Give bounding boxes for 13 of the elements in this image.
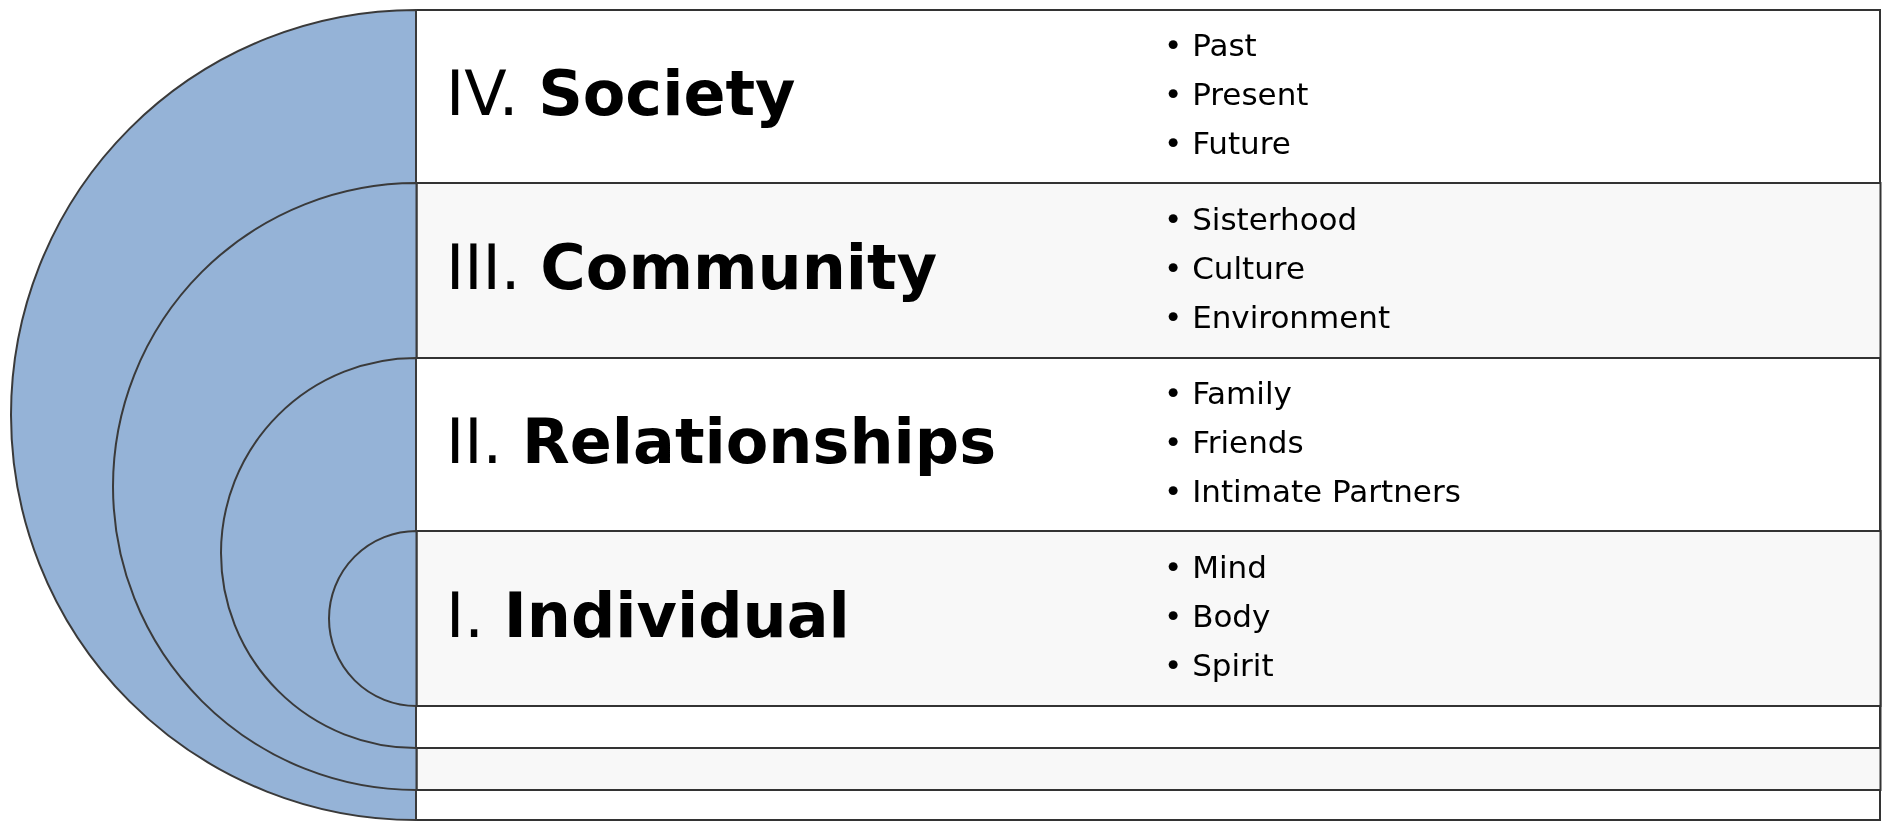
bullet-item: • Intimate Partners — [1164, 471, 1461, 511]
bullet-item: • Sisterhood — [1164, 199, 1359, 239]
bullet-item: • Body — [1164, 596, 1272, 636]
bullet-item: • Past — [1164, 25, 1258, 65]
bullet-item: • Environment — [1164, 297, 1391, 337]
bullet-item: • Family — [1164, 373, 1293, 413]
bullet-item: • Present — [1164, 74, 1309, 114]
bullet-item: • Future — [1164, 123, 1292, 163]
bullet-item: • Friends — [1164, 422, 1305, 462]
bullet-item: • Spirit — [1164, 645, 1274, 685]
bullet-item: • Mind — [1164, 547, 1268, 587]
bullet-item: • Culture — [1164, 248, 1306, 288]
level-heading: I. Individual — [446, 584, 850, 647]
